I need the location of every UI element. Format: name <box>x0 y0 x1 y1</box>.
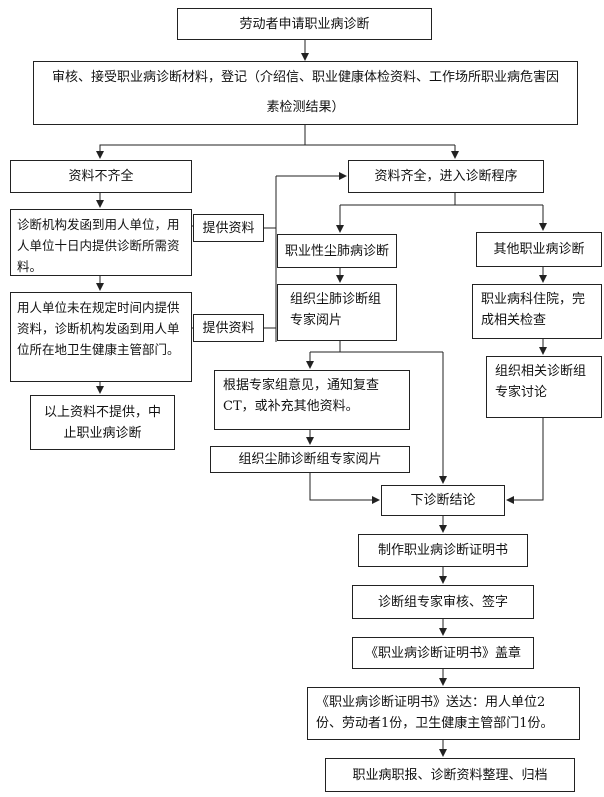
recheck-node: 根据专家组意见，通知复查CT，或补充其他资料。 <box>214 370 410 430</box>
make-certificate-node: 制作职业病诊断证明书 <box>358 534 528 567</box>
provide-data-label-1: 提供资料 <box>193 214 264 242</box>
pneumo-panel-node: 组织尘肺诊断组专家阅片 <box>277 284 397 341</box>
notify-employer-node: 诊断机构发函到用人单位，用人单位十日内提供诊断所需资料。 <box>10 209 192 276</box>
archive-node: 职业病职报、诊断资料整理、归档 <box>325 758 575 792</box>
hospital-exam-node: 职业病科住院，完成相关检查 <box>472 284 602 339</box>
arrow-review-incomplete <box>96 125 306 159</box>
stamp-node: 《职业病诊断证明书》盖章 <box>352 637 534 669</box>
pneumoconiosis-diagnosis-node: 职业性尘肺病诊断 <box>277 234 397 268</box>
pneumo-panel-2-node: 组织尘肺诊断组专家阅片 <box>210 446 410 473</box>
arrow-panel2-conclusion <box>309 473 380 504</box>
expert-discussion-node: 组织相关诊断组专家讨论 <box>486 356 602 418</box>
start-node: 劳动者申请职业病诊断 <box>177 8 432 40</box>
employer-overdue-node: 用人单位未在规定时间内提供资料，诊断机构发函到用人单位所在地卫生健康主管部门。 <box>10 292 192 382</box>
complete-node: 资料齐全，进入诊断程序 <box>348 160 544 193</box>
review-sign-node: 诊断组专家审核、签字 <box>352 585 534 619</box>
other-diagnosis-node: 其他职业病诊断 <box>476 232 602 267</box>
arrow-discuss-conclusion <box>506 418 544 504</box>
conclusion-node: 下诊断结论 <box>381 485 505 516</box>
deliver-node: 《职业病诊断证明书》送达：用人单位2份、劳动者1份，卫生健康主管部门1份。 <box>307 687 580 740</box>
incomplete-node: 资料不齐全 <box>10 160 192 193</box>
terminate-node: 以上资料不提供，中止职业病诊断 <box>30 395 175 450</box>
provide-data-label-2: 提供资料 <box>193 314 264 342</box>
review-node: 审核、接受职业病诊断材料，登记（介绍信、职业健康体检资料、工作场所职业病危害因素… <box>33 61 578 125</box>
